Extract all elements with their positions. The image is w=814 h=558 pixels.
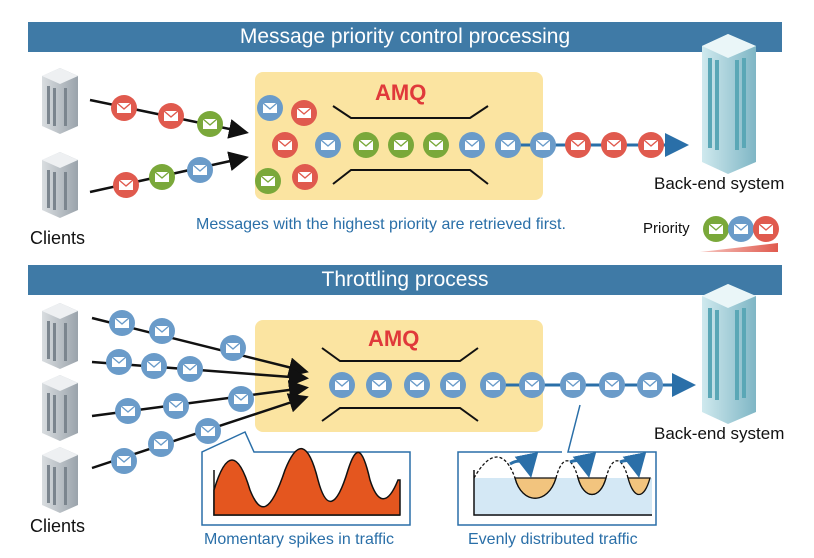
message-icon-blue	[105, 348, 133, 376]
even-band	[474, 478, 652, 516]
message-icon-blue	[186, 156, 214, 184]
message-icon-green	[148, 163, 176, 191]
message-icon-red	[600, 131, 628, 159]
priority-note: Messages with the highest priority are r…	[196, 216, 566, 233]
message-icon-blue	[479, 371, 507, 399]
message-icon-blue	[256, 94, 284, 122]
message-icon-green	[254, 167, 282, 195]
backend-label-top: Back-end system	[654, 174, 785, 193]
message-icon-blue	[162, 392, 190, 420]
message-icon-red	[112, 171, 140, 199]
amq-label-bottom: AMQ	[368, 326, 420, 351]
message-icon-blue	[458, 131, 486, 159]
message-icon-blue	[194, 417, 222, 445]
client-server-icon	[42, 303, 78, 369]
message-icon-blue	[176, 355, 204, 383]
spikes-wave	[213, 448, 401, 516]
message-icon-blue	[108, 309, 136, 337]
message-icon-red	[637, 131, 665, 159]
callout-spikes	[201, 430, 411, 526]
priority-legend-label: Priority	[643, 220, 690, 237]
throttling-banner: Throttling process	[28, 265, 782, 295]
message-icon-red	[157, 102, 185, 130]
message-icon-blue	[403, 371, 431, 399]
message-icon-blue	[439, 371, 467, 399]
clients-label-top: Clients	[30, 228, 86, 248]
message-icon-blue	[110, 447, 138, 475]
priority-gradient	[700, 243, 778, 252]
message-icon-blue	[494, 131, 522, 159]
message-icon-blue	[147, 430, 175, 458]
callout-even	[457, 404, 657, 526]
message-icon-blue	[148, 317, 176, 345]
message-icon-green	[352, 131, 380, 159]
priority-title: Message priority control processing	[239, 25, 571, 48]
message-icon-blue	[518, 371, 546, 399]
amq-label-top: AMQ	[375, 80, 427, 105]
priority-legend-blue	[727, 215, 755, 243]
message-icon-blue	[598, 371, 626, 399]
caption-spikes: Momentary spikes in traffic	[204, 531, 394, 548]
client-server-icon	[42, 375, 78, 441]
message-icon-blue	[328, 371, 356, 399]
queue-upper-line-top	[332, 105, 489, 119]
clients-label-bottom: Clients	[30, 516, 86, 536]
message-icon-red	[271, 131, 299, 159]
message-icon-red	[110, 94, 138, 122]
message-icon-blue	[114, 397, 142, 425]
message-icon-blue	[559, 371, 587, 399]
message-icon-red	[290, 99, 318, 127]
message-icon-blue	[314, 131, 342, 159]
message-icon-blue	[219, 334, 247, 362]
queue-lower-line-bottom	[321, 407, 479, 422]
shift-arrow	[619, 451, 647, 478]
backend-server-icon	[702, 284, 756, 424]
message-icon-red	[291, 163, 319, 191]
message-icon-blue	[529, 131, 557, 159]
message-icon-red	[564, 131, 592, 159]
priority-legend-green	[702, 215, 730, 243]
message-icon-blue	[365, 371, 393, 399]
client-server-icon	[42, 447, 78, 513]
queue-upper-line-bottom	[321, 347, 479, 362]
caption-even: Evenly distributed traffic	[468, 531, 638, 548]
client-server-icon	[42, 68, 78, 134]
client-server-icon	[42, 152, 78, 218]
backend-label-bottom: Back-end system	[654, 424, 785, 443]
message-icon-blue	[636, 371, 664, 399]
shift-arrow	[569, 451, 597, 478]
amq-box-bottom	[255, 320, 543, 432]
even-axes	[473, 470, 652, 516]
message-icon-green	[422, 131, 450, 159]
shift-arrow	[509, 451, 539, 478]
message-icon-blue	[227, 385, 255, 413]
backend-server-icon	[702, 34, 756, 174]
message-icon-green	[387, 131, 415, 159]
throttling-title: Throttling process	[321, 268, 489, 291]
even-dashed-peaks	[473, 456, 629, 479]
priority-legend-red	[752, 215, 780, 243]
message-icon-blue	[140, 352, 168, 380]
message-icon-green	[196, 110, 224, 138]
priority-banner: Message priority control processing	[28, 22, 782, 52]
queue-lower-line-top	[332, 169, 489, 185]
